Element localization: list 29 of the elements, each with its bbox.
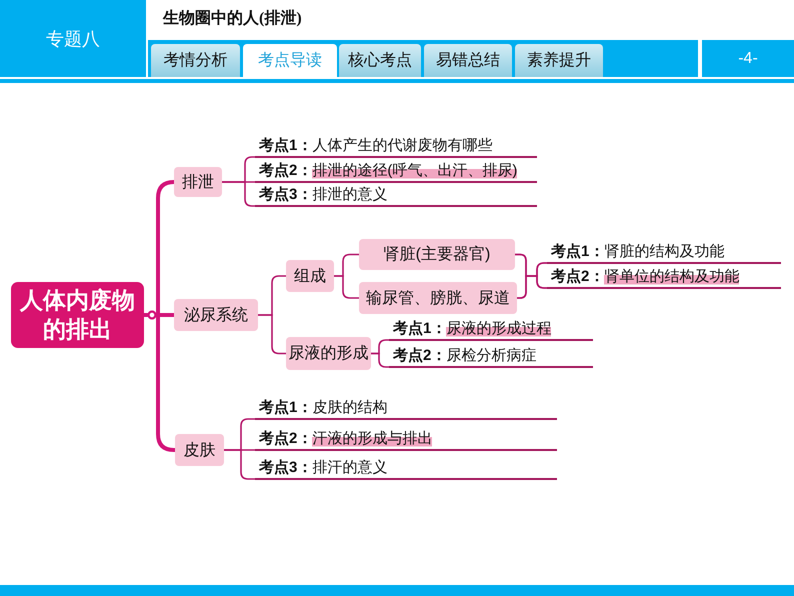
tab: 核心考点	[339, 44, 421, 77]
key-point-item: 考点1：肾脏的结构及功能	[547, 242, 781, 264]
key-point-item: 考点1：人体产生的代谢废物有哪些	[255, 136, 537, 158]
connector-line	[222, 181, 255, 207]
topic-box: 肾脏(主要器官)	[359, 239, 515, 270]
connector-line	[517, 275, 547, 299]
connector-line	[371, 352, 389, 368]
tab: 考情分析	[151, 44, 240, 77]
key-point-item: 考点1：尿液的形成过程	[389, 320, 593, 341]
key-point-item: 考点3：排泄的意义	[255, 186, 537, 207]
topic-box: 皮肤	[175, 434, 224, 466]
topic-header: 专题八	[0, 0, 146, 77]
topic-box: 组成	[286, 260, 334, 292]
key-point-item: 考点2：尿检分析病症	[389, 347, 593, 368]
key-point-item: 考点2：肾单位的结构及功能	[547, 267, 781, 289]
connector-line	[334, 275, 359, 299]
key-point-item: 考点3：排汗的意义	[255, 459, 557, 480]
key-point-item: 考点1：皮肤的结构	[255, 398, 557, 420]
tab: 易错总结	[424, 44, 512, 77]
selected-tab: 考点导读	[243, 44, 337, 77]
key-point-item: 考点2：汗液的形成与排出	[255, 430, 557, 451]
tab: 素养提升	[515, 44, 603, 77]
page-title: 生物圈中的人(排泄)	[163, 8, 302, 29]
topic-box: 泌尿系统	[174, 299, 258, 331]
topic-box: 输尿管、膀胱、尿道	[359, 282, 517, 314]
topic-box: 排泄	[174, 167, 222, 197]
page-number: -4-	[702, 40, 794, 77]
root-box: 人体内废物的排出	[11, 282, 144, 348]
topic-box: 尿液的形成	[286, 337, 371, 370]
